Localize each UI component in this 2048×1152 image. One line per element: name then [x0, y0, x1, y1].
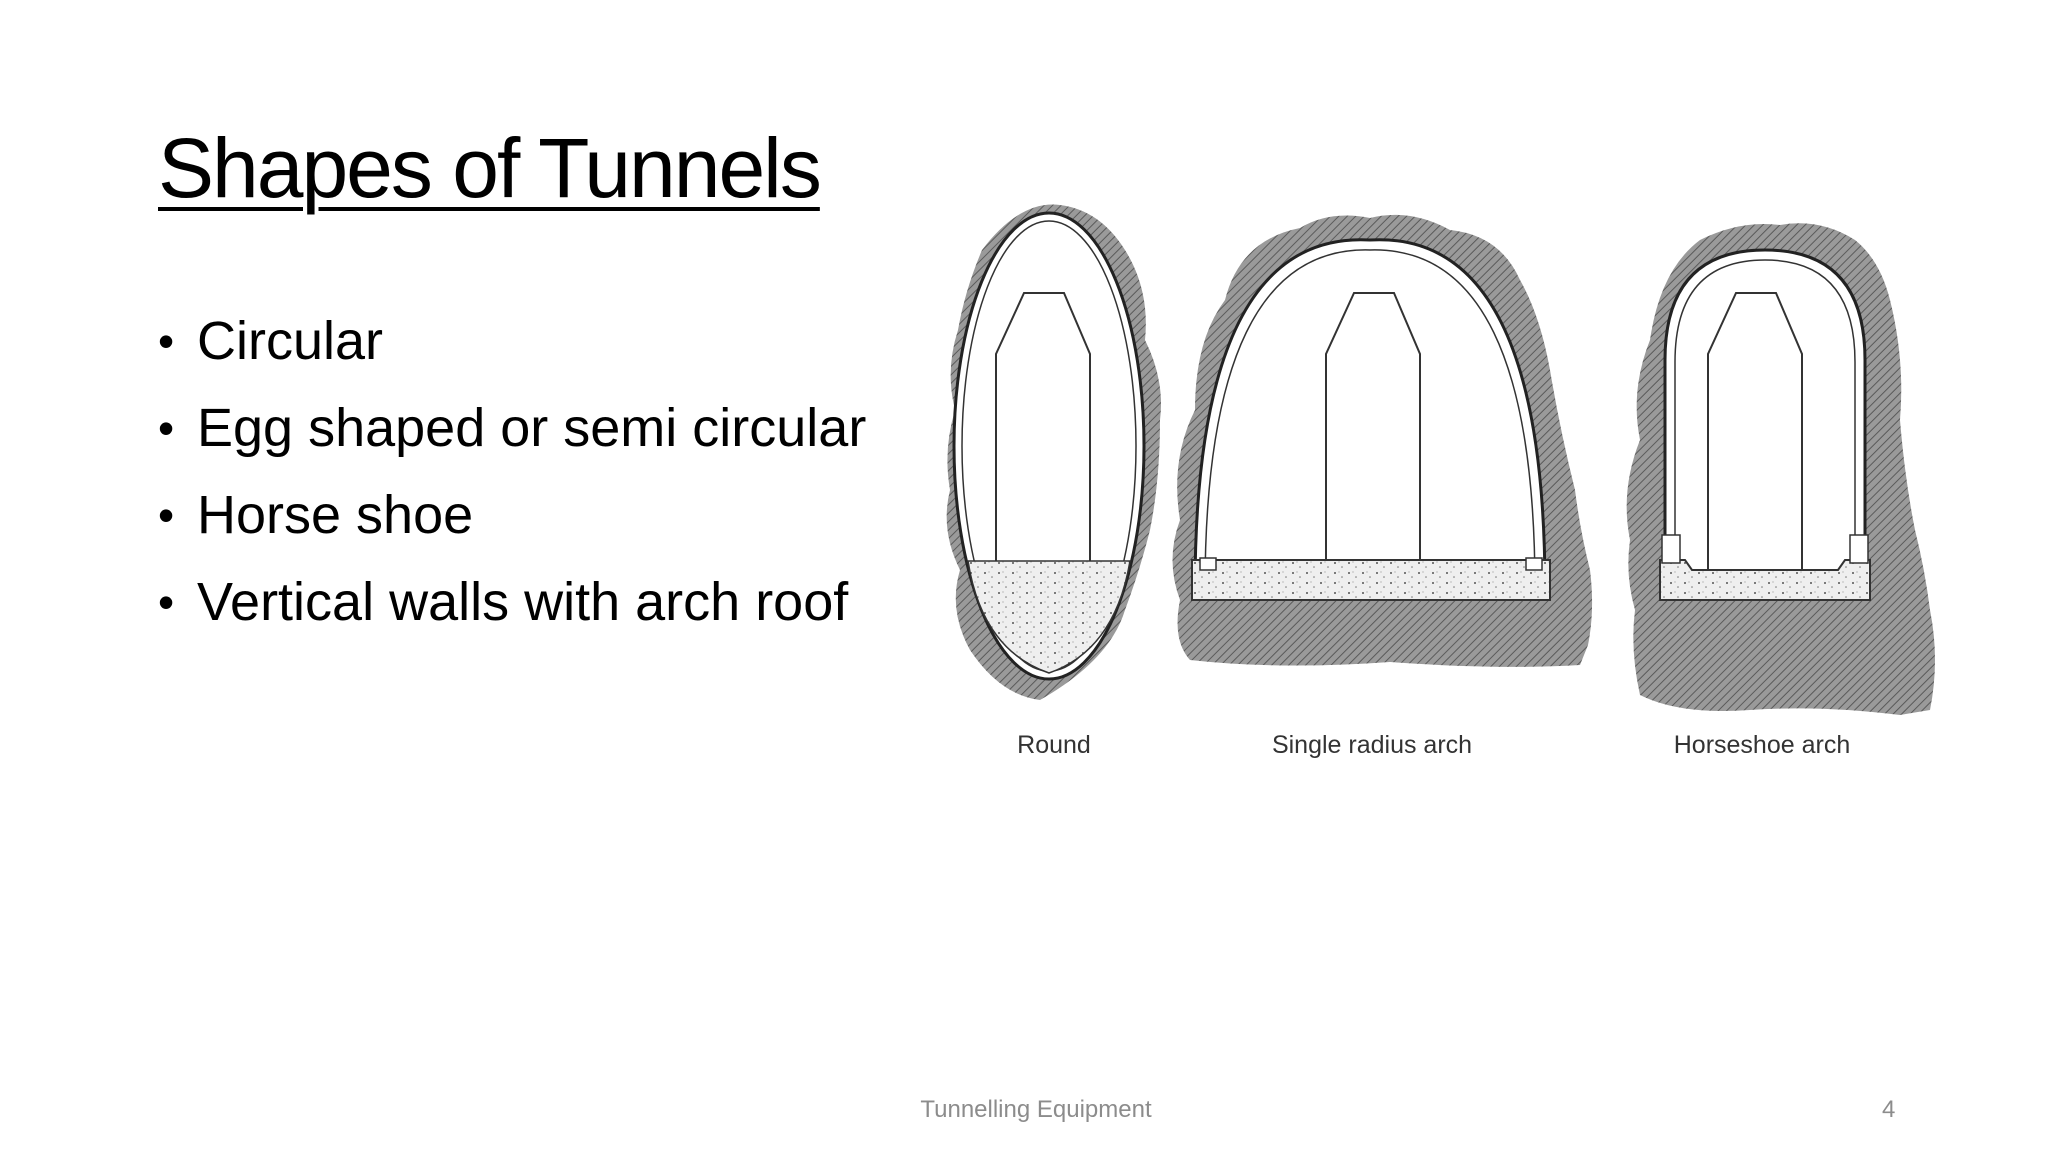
bullet-item: • Egg shaped or semi circular	[158, 399, 866, 457]
bullet-item: • Vertical walls with arch roof	[158, 573, 866, 631]
tunnel-shapes-drawing: Round Single radius arch Horseshoe arch	[946, 204, 1935, 759]
figure-label-round: Round	[1017, 731, 1091, 759]
single-arch-floor-slab	[1191, 559, 1551, 601]
slide-title: Shapes of Tunnels	[158, 121, 822, 215]
slide-number: 4	[1882, 1096, 1896, 1123]
bullet-item: • Horse shoe	[158, 486, 866, 544]
single-radius-arch-tunnel	[1172, 214, 1593, 667]
bullet-text: Horse shoe	[197, 485, 474, 545]
single-arch-lining	[1193, 238, 1547, 592]
single-arch-drain-left	[1199, 557, 1217, 571]
bullet-list: • Circular • Egg shaped or semi circular…	[158, 312, 866, 660]
horseshoe-clearance-outline	[1707, 292, 1803, 570]
figure-label-single-radius-arch: Single radius arch	[1272, 731, 1472, 759]
horseshoe-arch-tunnel	[1626, 223, 1935, 715]
bullet-dot-icon: •	[158, 402, 175, 454]
single-arch-drain-right	[1525, 557, 1543, 571]
slide-footer: Tunnelling Equipment 4	[0, 1096, 2048, 1126]
bullet-item: • Circular	[158, 312, 866, 370]
bullet-dot-icon: •	[158, 315, 175, 367]
figure-label-horseshoe-arch: Horseshoe arch	[1674, 731, 1850, 759]
horseshoe-lining	[1663, 248, 1867, 592]
bullet-dot-icon: •	[158, 489, 175, 541]
tunnel-shapes-figure: Round Single radius arch Horseshoe arch	[940, 190, 1990, 790]
bullet-text: Egg shaped or semi circular	[197, 398, 867, 458]
bullet-dot-icon: •	[158, 576, 175, 628]
bullet-text: Vertical walls with arch roof	[197, 572, 849, 632]
round-clearance-outline	[995, 292, 1091, 561]
bullet-text: Circular	[197, 311, 384, 371]
round-tunnel	[946, 204, 1161, 700]
horseshoe-drain-left	[1661, 534, 1681, 564]
horseshoe-drain-right	[1849, 534, 1869, 564]
round-floor-fill	[967, 560, 1131, 674]
horseshoe-floor-slab	[1659, 559, 1871, 601]
single-arch-clearance-outline	[1325, 292, 1421, 560]
footer-text: Tunnelling Equipment	[920, 1096, 1152, 1123]
